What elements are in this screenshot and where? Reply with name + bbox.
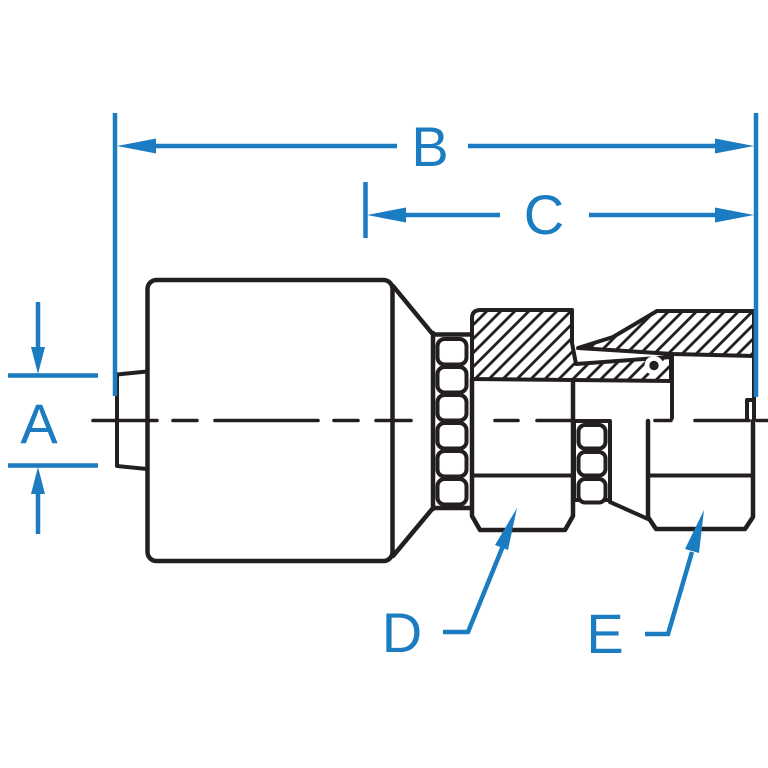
- leader-d: D: [382, 508, 517, 664]
- dim-c-arrowhead-left: [367, 207, 406, 223]
- leader-d-label: D: [382, 601, 422, 664]
- collar-segment: [576, 423, 608, 451]
- dim-a-arrowhead-up: [31, 467, 45, 494]
- leader-d-arrowhead: [495, 508, 517, 550]
- leader-e-line: [645, 551, 695, 637]
- dimension-a: A: [8, 302, 98, 534]
- serration-segment: [435, 365, 469, 395]
- leader-d-line: [443, 545, 506, 635]
- serration-segment: [435, 477, 469, 507]
- hex-nut-d-outline: [469, 376, 576, 533]
- hose-stem-tip: [115, 369, 149, 471]
- dim-b-label: B: [411, 115, 448, 178]
- crimp-shell: [145, 277, 395, 564]
- bore-edges: [670, 354, 756, 421]
- serration-segment: [435, 421, 469, 451]
- dim-a-arrowhead-down: [31, 347, 45, 374]
- shell-taper: [390, 283, 474, 559]
- dim-a-label: A: [20, 392, 58, 455]
- serration-segment: [435, 337, 469, 367]
- hex-nut-d: [469, 376, 576, 533]
- collar-band: [572, 419, 650, 521]
- leader-e: E: [586, 510, 704, 665]
- leader-e-arrowhead: [685, 510, 704, 553]
- serration-segment: [435, 449, 469, 479]
- leader-e-label: E: [586, 602, 623, 665]
- dim-b-arrowhead-right: [715, 138, 754, 154]
- collar-segment: [576, 477, 608, 505]
- serration-band-left: [435, 337, 469, 507]
- dimension-b: B: [112, 113, 759, 397]
- dim-c-arrowhead-right: [715, 207, 754, 223]
- section-hatch-right-block: [576, 309, 756, 358]
- o-ring-dot: [649, 360, 659, 371]
- nut-half-section: [470, 308, 756, 421]
- collar-segment: [576, 450, 608, 478]
- section-hatch-left-block: [470, 308, 673, 383]
- dim-b-arrowhead-left: [117, 138, 156, 154]
- hex-nut-e: [645, 418, 756, 532]
- serration-segment: [435, 393, 469, 423]
- dimension-c: C: [363, 182, 754, 246]
- dim-c-label: C: [524, 183, 564, 246]
- dim-a-extension-lines: [8, 373, 98, 468]
